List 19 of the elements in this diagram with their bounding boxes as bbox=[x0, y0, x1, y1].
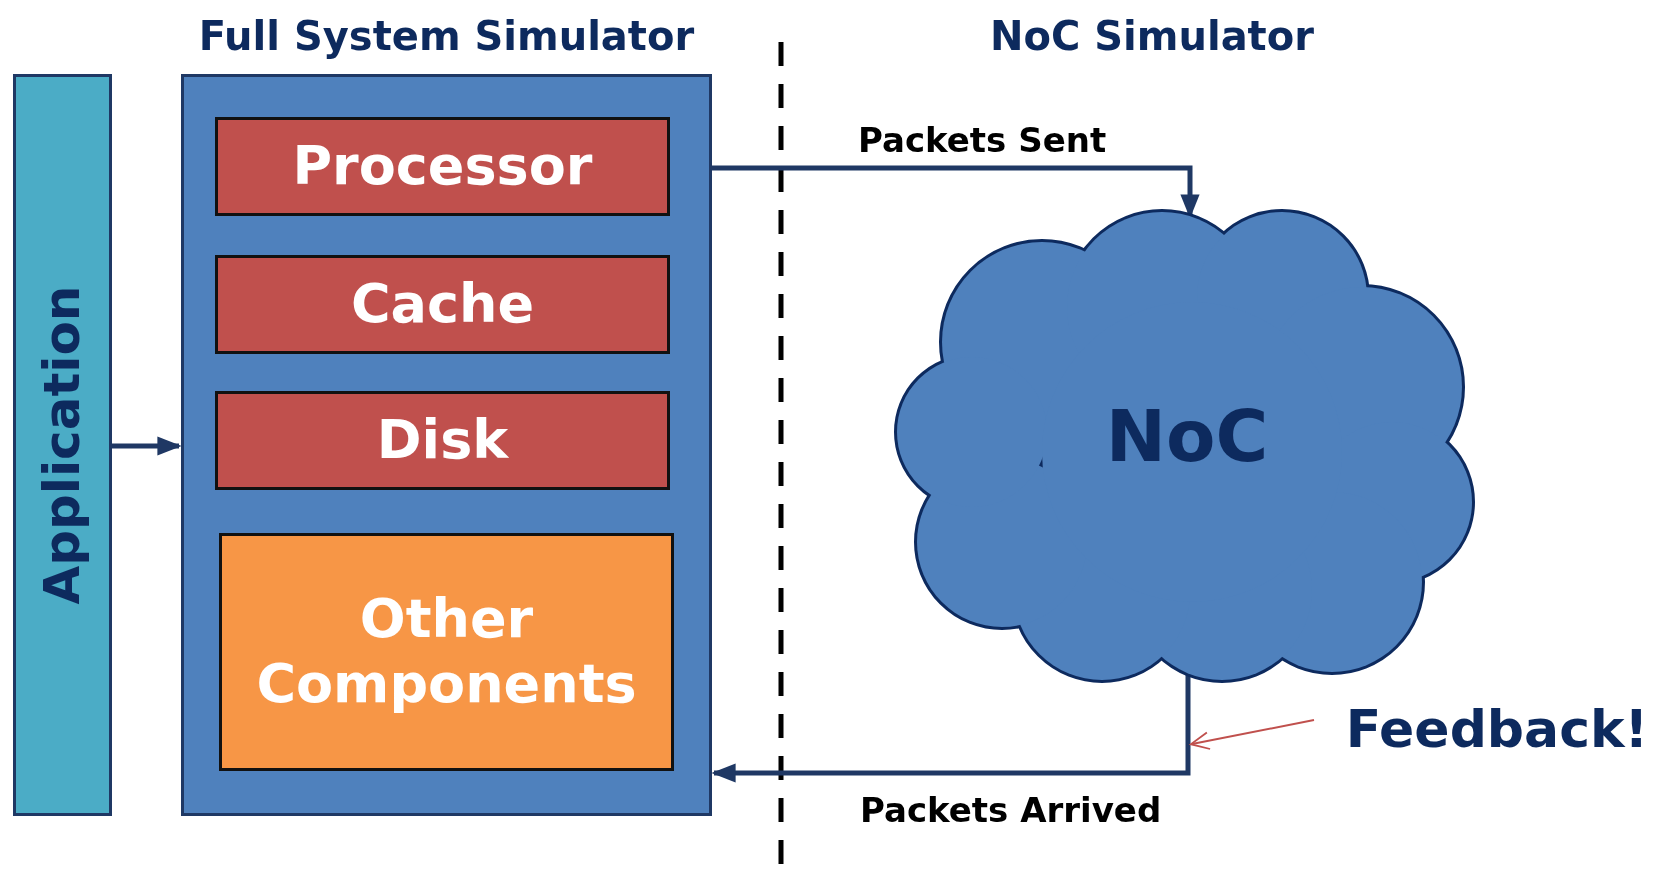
component-label: Application bbox=[32, 285, 93, 605]
panel-heading: Full System Simulator bbox=[197, 12, 696, 61]
application-bar bbox=[13, 74, 112, 816]
arrow bbox=[711, 673, 1191, 783]
component-box bbox=[215, 117, 670, 216]
edge-label: Packets Sent bbox=[858, 120, 1107, 160]
component-box bbox=[215, 255, 670, 354]
component-box bbox=[215, 391, 670, 490]
cloud-label: NoC bbox=[1105, 392, 1269, 480]
component-label: Processor bbox=[292, 134, 593, 199]
arrow bbox=[112, 436, 182, 456]
callout-text: Feedback! bbox=[1345, 697, 1649, 761]
leader-line bbox=[1189, 719, 1315, 750]
component-label: Other Components bbox=[255, 587, 638, 717]
edge-label: Packets Arrived bbox=[860, 790, 1162, 830]
section-heading: NoC Simulator bbox=[990, 12, 1314, 61]
component-box bbox=[219, 533, 674, 771]
component-label: Disk bbox=[376, 408, 509, 473]
component-label: Cache bbox=[350, 272, 535, 337]
